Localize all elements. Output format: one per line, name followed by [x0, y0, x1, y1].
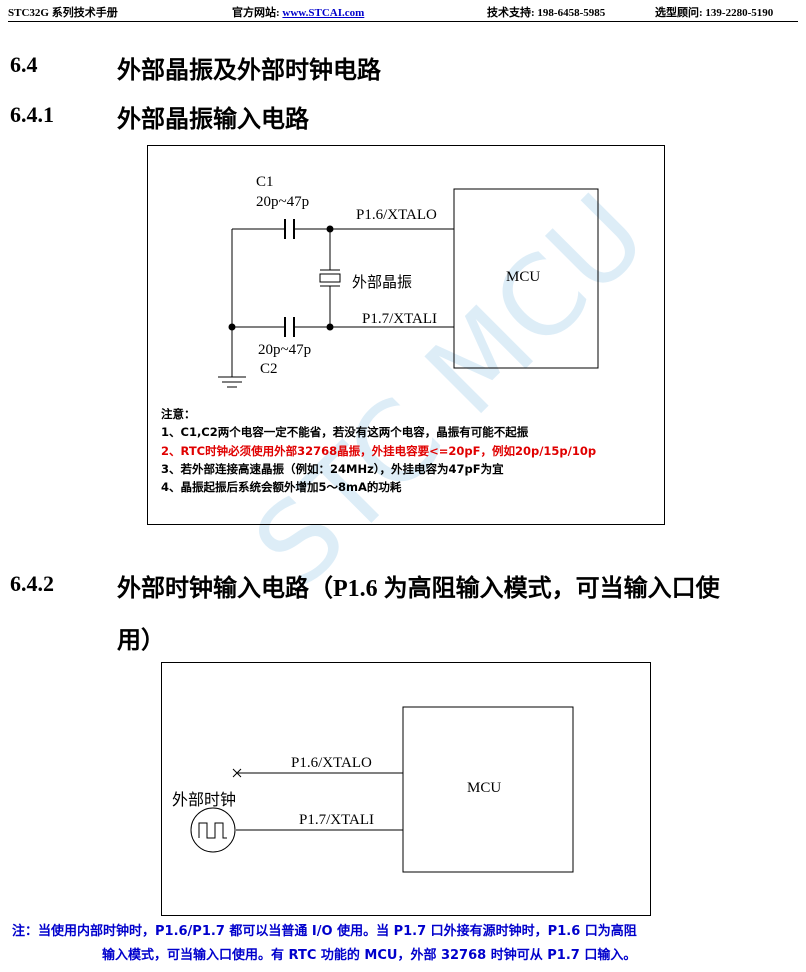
- crystal-circuit-frame: [147, 145, 665, 525]
- notes-block: 注意： 1、C1,C2两个电容一定不能省，若没有这两个电容，晶振有可能不起振 2…: [161, 405, 596, 496]
- note-4: 4、晶振起振后系统会额外增加5～8mA的功耗: [161, 480, 402, 495]
- crystal-label: 外部晶振: [352, 273, 413, 291]
- pin-xtali-label: P1.7/XTALI: [362, 311, 438, 327]
- mcu-box-2: [402, 706, 574, 873]
- c1-value: 20p~47p: [256, 194, 310, 210]
- section-6-4-1-number: 6.4.1: [10, 102, 54, 127]
- official-site: 官方网站: www.STCAI.com: [232, 4, 364, 20]
- section-6-4-1-title: 外部晶振输入电路: [117, 107, 309, 133]
- mcu-label-2: MCU: [467, 780, 502, 796]
- section-6-4-2-number: 6.4.2: [10, 571, 54, 596]
- site-link[interactable]: www.STCAI.com: [282, 7, 365, 19]
- section-6-4-number: 6.4: [10, 52, 38, 77]
- site-label: 官方网站:: [232, 7, 283, 19]
- pin-xtalo-label: P1.6/XTALO: [356, 207, 437, 223]
- footer-note: 注：当使用内部时钟时，P1.6/P1.7 都可以当普通 I/O 使用。当 P1.…: [12, 920, 802, 968]
- clock-circuit-frame: [161, 662, 651, 916]
- footer-line-1: 注：当使用内部时钟时，P1.6/P1.7 都可以当普通 I/O 使用。当 P1.…: [12, 924, 637, 939]
- c1-label: C1: [256, 174, 274, 190]
- section-6-4-2-title-line2: 用）: [117, 628, 165, 654]
- support-phone: 技术支持: 198-6458-5985: [487, 7, 606, 19]
- c2-value: 20p~47p: [258, 342, 312, 358]
- mcu-box-1: [453, 188, 599, 369]
- manual-title: STC32G 系列技术手册: [8, 7, 118, 19]
- sales-phone: 选型顾问: 139-2280-5190: [655, 7, 774, 19]
- header-rule: [8, 21, 798, 22]
- pin-xtalo-label-2: P1.6/XTALO: [291, 755, 372, 771]
- note-1: 1、C1,C2两个电容一定不能省，若没有这两个电容，晶振有可能不起振: [161, 425, 529, 440]
- clock-label: 外部时钟: [172, 790, 237, 809]
- notes-title: 注意：: [161, 407, 196, 421]
- pin-xtali-label-2: P1.7/XTALI: [299, 812, 375, 828]
- note-2: 2、RTC时钟必须使用外部32768晶振，外挂电容要<=20pF，例如20p/1…: [161, 443, 597, 458]
- note-3: 3、若外部连接高速晶振（例如：24MHz），外挂电容为47pF为宜: [161, 461, 504, 476]
- footer-line-2: 输入模式，可当输入口使用。有 RTC 功能的 MCU，外部 32768 时钟可从…: [102, 948, 637, 963]
- c2-label: C2: [260, 361, 278, 377]
- mcu-label-1: MCU: [506, 269, 541, 285]
- section-6-4-2-title-line1: 外部时钟输入电路（P1.6 为高阻输入模式，可当输入口使: [117, 576, 720, 602]
- section-6-4-title: 外部晶振及外部时钟电路: [117, 58, 381, 84]
